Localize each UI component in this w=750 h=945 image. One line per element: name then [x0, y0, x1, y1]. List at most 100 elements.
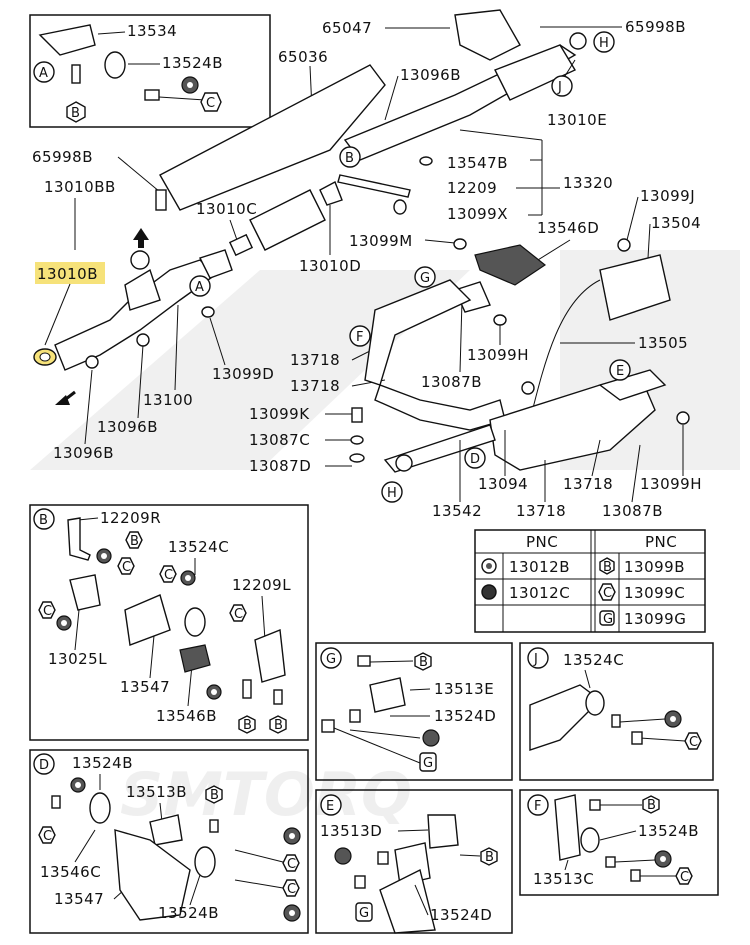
svg-text:C: C [164, 568, 173, 583]
letter-b-circle-top [339, 146, 361, 168]
svg-text:B: B [345, 151, 354, 166]
flange-front [124, 268, 161, 311]
hanger-13546b [179, 644, 211, 673]
label-b-12209r: 12209R [100, 509, 161, 527]
bolt-13099h-mid [493, 314, 507, 326]
svg-text:C: C [122, 560, 131, 575]
svg-text:B: B [603, 560, 612, 575]
muffler-tail-j [529, 684, 602, 751]
rubber-hanger-f [580, 827, 600, 853]
label-13534: 13534 [127, 22, 177, 40]
bracket-12209r [67, 517, 91, 561]
pnc-row2-left: 13012C [509, 584, 570, 602]
svg-text:D: D [470, 452, 480, 467]
svg-text:C: C [603, 586, 612, 601]
svg-text:C: C [206, 96, 215, 111]
letter-a-circle [33, 61, 55, 83]
label-13099d: 13099D [212, 365, 274, 383]
washer-13547b [419, 156, 433, 166]
label-13010bb: 13010BB [44, 178, 116, 196]
bracket-13513c [554, 794, 581, 861]
svg-text:B: B [485, 850, 494, 865]
label-65998b-left: 65998B [32, 148, 93, 166]
svg-text:G: G [326, 652, 336, 667]
label-f-13513c: 13513C [533, 870, 594, 888]
label-e-13524d: 13524D [430, 906, 492, 924]
svg-text:E: E [326, 799, 334, 814]
svg-text:C: C [43, 829, 52, 844]
gasket-13547 [124, 594, 171, 646]
letter-j-circle [551, 75, 573, 97]
heat-shield-small [454, 9, 521, 61]
label-13010d: 13010D [299, 257, 361, 275]
svg-text:F: F [534, 799, 541, 814]
flange-rear [199, 249, 233, 279]
svg-text:B: B [419, 655, 428, 670]
detail-box-j [519, 642, 714, 781]
label-13099h-r: 13099H [640, 475, 702, 493]
svg-text:C: C [689, 735, 698, 750]
nut-13096b-bot [85, 355, 99, 369]
svg-text:B: B [130, 534, 139, 549]
svg-text:C: C [287, 882, 296, 897]
label-f-13524b: 13524B [638, 822, 699, 840]
label-13718-c: 13718 [516, 502, 566, 520]
letter-h-circle [593, 31, 615, 53]
flange-13025l [69, 574, 101, 611]
arrow-up-icon [133, 228, 149, 240]
gasket-13010c [228, 233, 254, 257]
svg-text:G: G [359, 906, 369, 921]
label-13094: 13094 [478, 475, 528, 493]
label-13100: 13100 [143, 391, 193, 409]
pnc-header-left: PNC [526, 533, 558, 551]
svg-text:J: J [533, 652, 538, 667]
flange-13542 [395, 454, 413, 472]
label-b-12209l: 12209L [232, 576, 291, 594]
tail-pipe-upper [364, 279, 472, 386]
label-13096b-mid: 13096B [97, 418, 158, 436]
bracket-13513e [369, 677, 406, 713]
svg-text:B: B [71, 106, 80, 121]
svg-text:C: C [680, 870, 689, 885]
detail-box-b [29, 504, 309, 741]
rubber-hanger [104, 51, 126, 79]
svg-text:B: B [647, 798, 656, 813]
rubber-hanger-d [89, 792, 111, 824]
label-13087b-mid: 13087B [421, 373, 482, 391]
gasket-13010d [319, 181, 343, 206]
letter-g-circle [414, 266, 436, 288]
label-b-13025l: 13025L [48, 650, 107, 668]
hex-c [200, 92, 222, 112]
svg-text:B: B [274, 718, 283, 733]
detail-box-g [315, 642, 513, 781]
label-d-13546c: 13546C [40, 863, 101, 881]
svg-text:A: A [195, 280, 204, 295]
bracket-12209l [254, 629, 286, 683]
label-13320: 13320 [563, 174, 613, 192]
label-13718-b: 13718 [290, 377, 340, 395]
svg-text:A: A [39, 66, 48, 81]
svg-text:G: G [420, 271, 430, 286]
pnc-table: PNC PNC 13012B B 13099B 13012C C 13099C … [474, 529, 706, 633]
label-e-13513d: 13513D [320, 822, 382, 840]
hanger-13546d [474, 244, 547, 286]
label-d-13524b: 13524B [72, 754, 133, 772]
label-13087c: 13087C [249, 431, 310, 449]
letter-e-circle [609, 359, 631, 381]
svg-text:C: C [234, 607, 243, 622]
pnc-row2-right: 13099C [624, 584, 685, 602]
gasket-13010bb [130, 250, 150, 270]
label-13099k: 13099K [249, 405, 310, 423]
svg-text:C: C [287, 857, 296, 872]
label-13099j: 13099J [640, 187, 695, 205]
label-13547b: 13547B [447, 154, 508, 172]
label-13718-a: 13718 [290, 351, 340, 369]
svg-text:D: D [39, 758, 49, 773]
label-b-13547: 13547 [120, 678, 170, 696]
rubber-hanger-d2 [194, 846, 216, 878]
nut [144, 89, 160, 101]
letter-d-circle [464, 447, 486, 469]
gasket-ring [569, 32, 587, 50]
nut-13096b-mid [136, 333, 150, 347]
